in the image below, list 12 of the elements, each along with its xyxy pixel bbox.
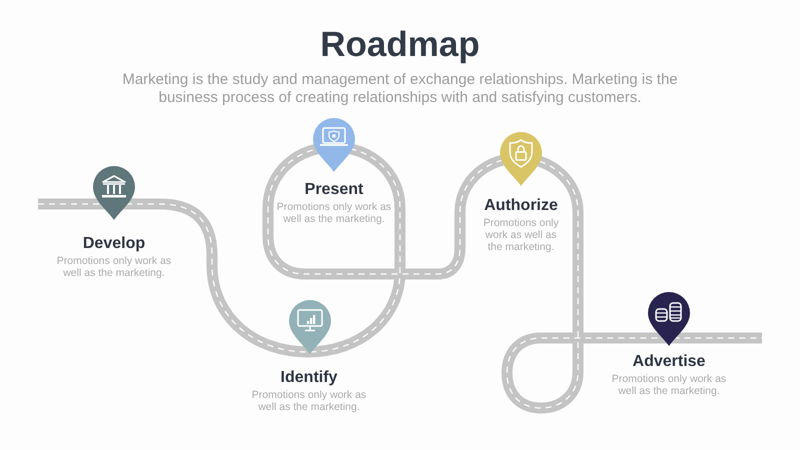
stage-description: Promotions only work as well as the marketing. <box>250 389 368 413</box>
stage-heading: Present <box>304 180 364 199</box>
stage-description: Promotions only work as well as the marketing. <box>610 373 728 397</box>
stage-description: Promotions only work as well as the marketing. <box>276 201 392 225</box>
subtitle-text: Marketing is the study and management of exchange relationships. Marketing is the business process of creating relationships with and satisfying customers. <box>121 71 679 107</box>
stage-heading: Develop <box>82 234 146 253</box>
title: Roadmap <box>319 24 481 66</box>
stage-description: Promotions only work as well as the marketing. <box>56 255 172 279</box>
stage-heading: Advertise <box>632 352 706 371</box>
stage-description: Promotions only work as well as the marketing. <box>482 217 560 253</box>
stage-heading: Authorize <box>484 196 558 215</box>
stage-heading: Identify <box>280 368 338 387</box>
